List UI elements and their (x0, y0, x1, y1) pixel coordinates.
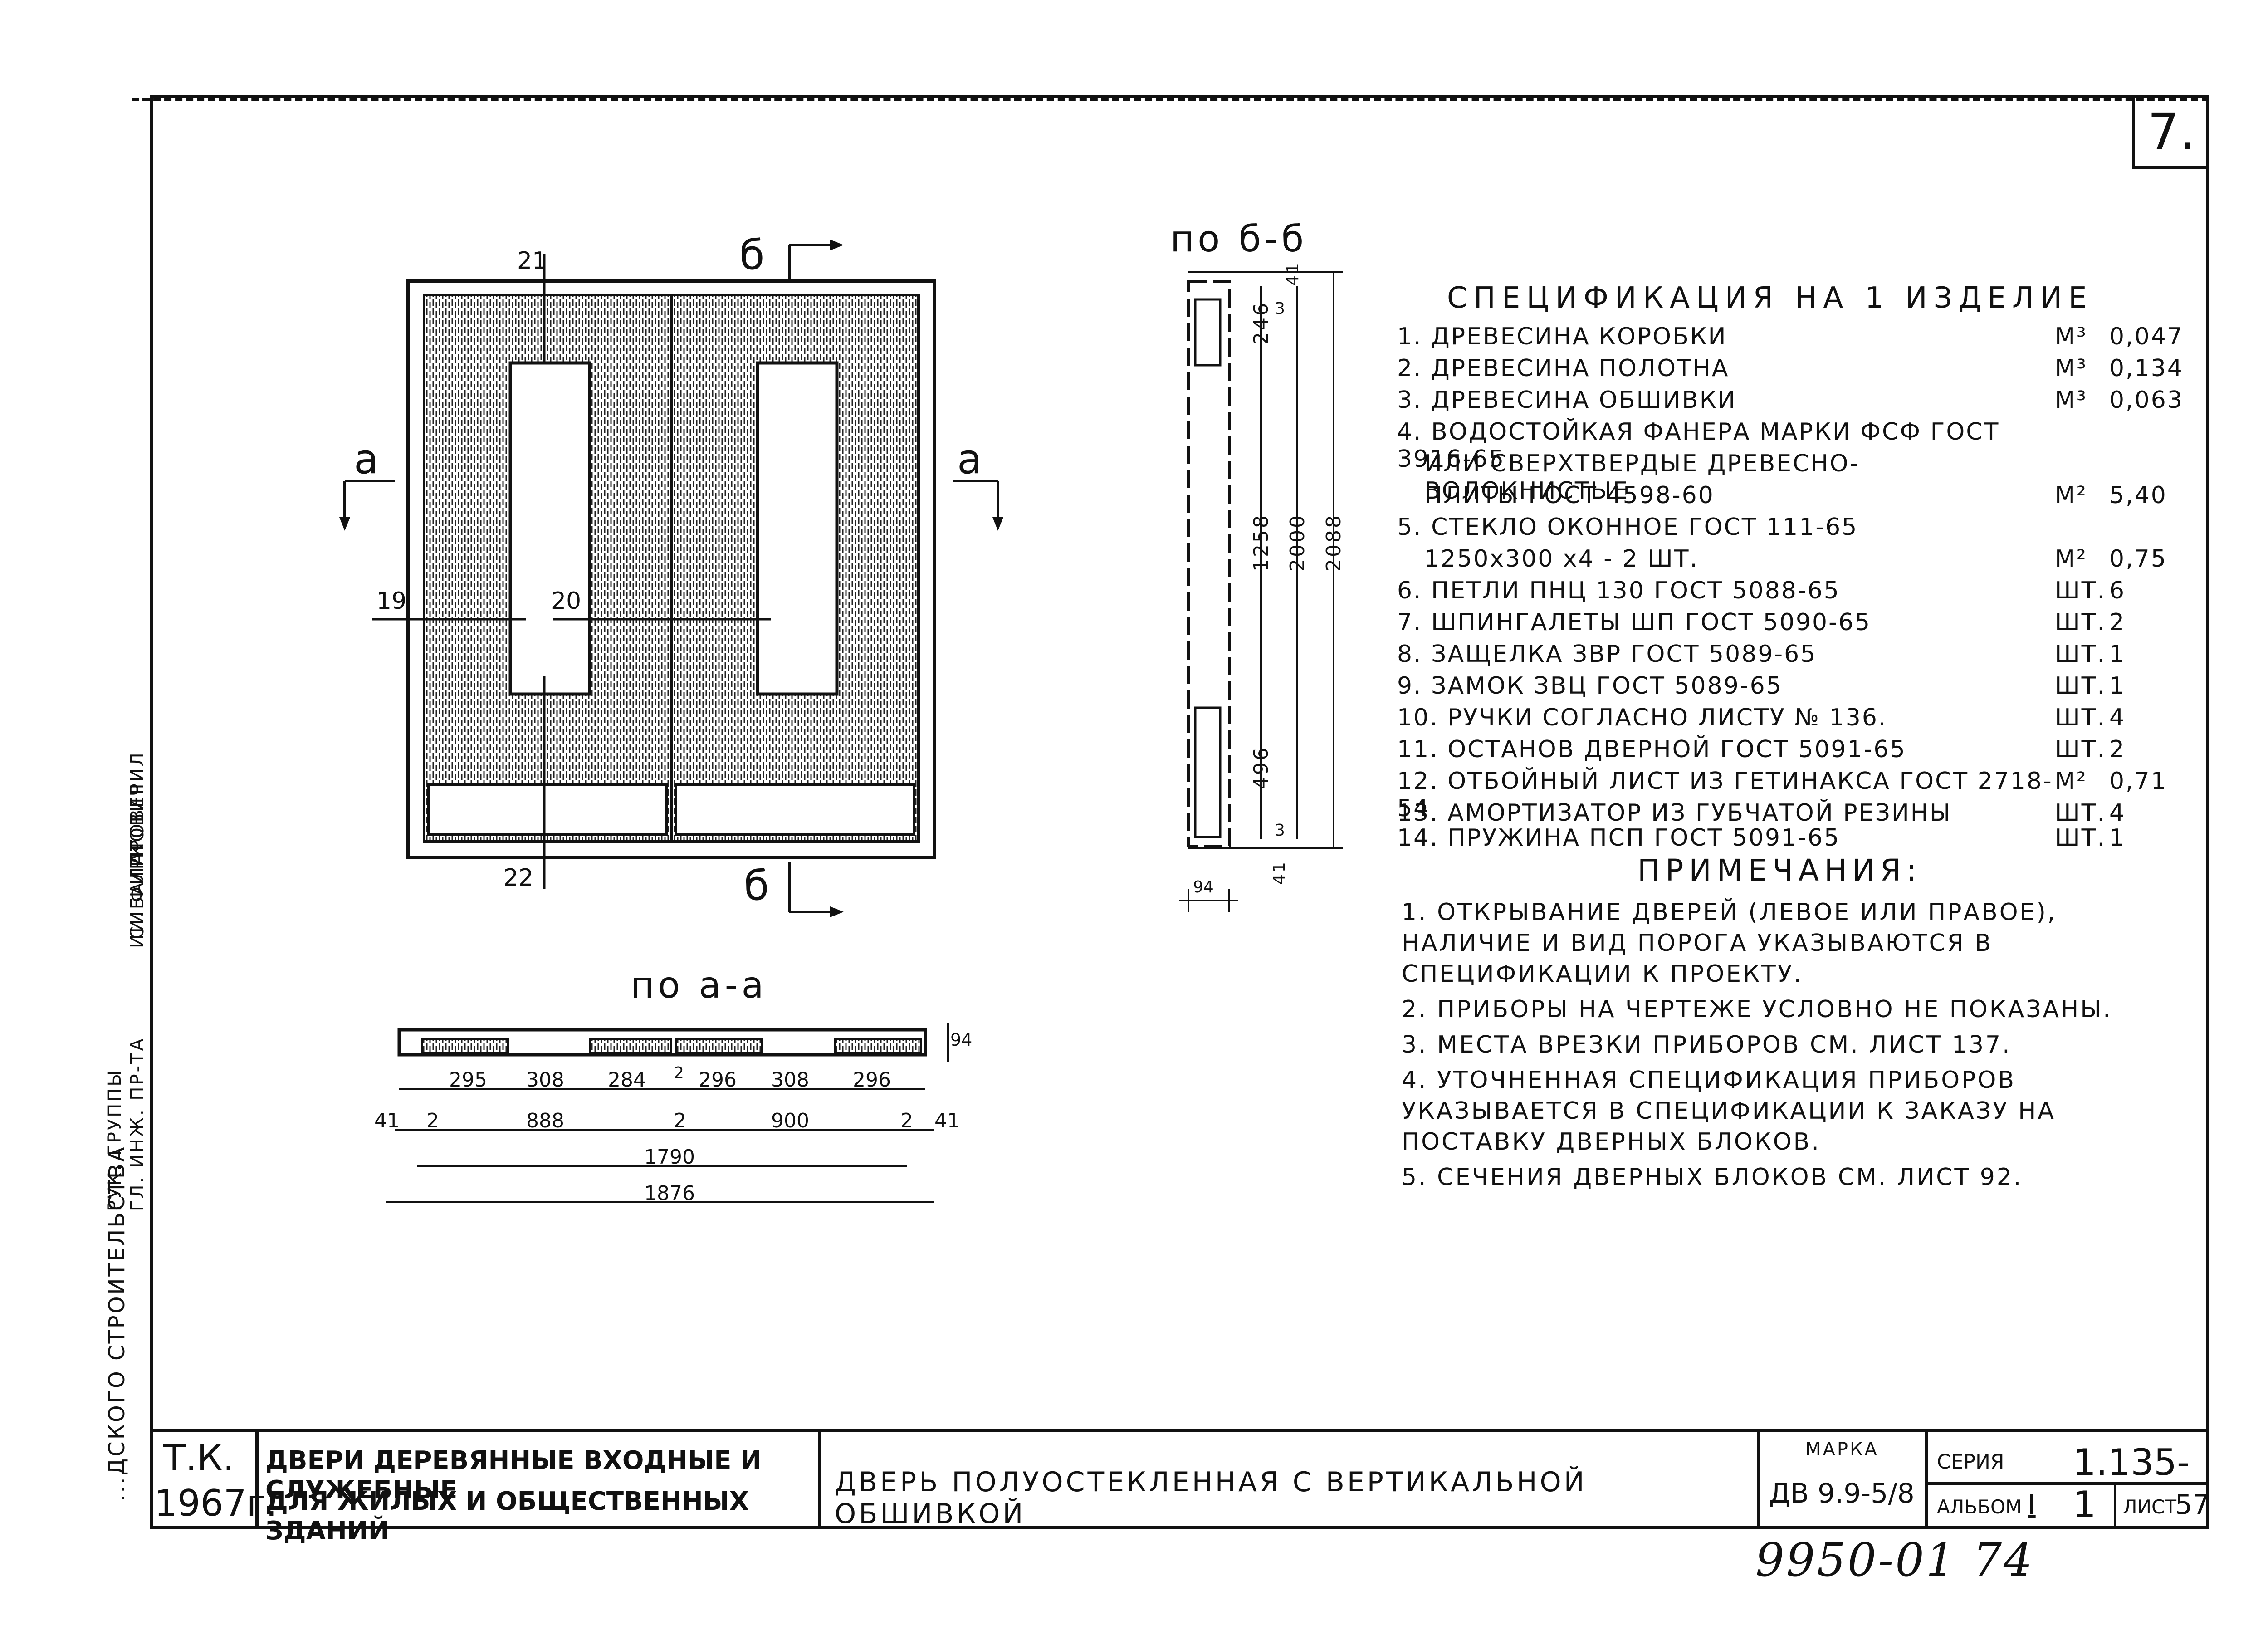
specification-table: СПЕЦИФИКАЦИЯ НА 1 ИЗДЕЛИЕ 1. ДРЕВЕСИНА К… (1397, 281, 2184, 852)
dim-bb-bottom: 3 (1275, 821, 1285, 840)
dim-aa-row1-7: 296 (853, 1068, 891, 1092)
spec-row: 5. СТЕКЛО ОКОННОЕ ГОСТ 111-65 (1397, 514, 1858, 541)
title-block-mark: ДВ 9.9-5/8 (1769, 1478, 1915, 1509)
title-block-org-cell: Т.К. 1967г. (150, 1432, 277, 1529)
section-marker-b-top: б (739, 231, 765, 279)
title-block-year: 1967г. (154, 1482, 278, 1524)
label-22: 22 (503, 864, 534, 891)
inventory-number: 9950-01 74 (1755, 1533, 2034, 1586)
door-elevation (339, 240, 1003, 917)
dim-aa-right: 41 (934, 1109, 960, 1132)
title-block-divider (2114, 1482, 2116, 1529)
side-stamp: ...ДСКОГО СТРОИТЕЛЬСТВА РУК. ГРУППЫ ГЛ. … (98, 422, 153, 1529)
title-block: Т.К. 1967г. ДВЕРИ ДЕРЕВЯННЫЕ ВХОДНЫЕ И С… (150, 1429, 2209, 1546)
note-item: 4. УТОЧНЕННАЯ СПЕЦИФИКАЦИЯ ПРИБОРОВ УКАЗ… (1402, 1067, 2056, 1155)
section-bb-drawing (1179, 271, 1343, 912)
label-21: 21 (517, 247, 547, 274)
title-block-series-cell: СЕРИЯ 1.135-1 АЛЬБОМ I ЛИСТ 57 (1928, 1432, 2209, 1529)
dim-bb-bottom41: 41 (1270, 860, 1289, 885)
note-item: 3. МЕСТА ВРЕЗКИ ПРИБОРОВ СМ. ЛИСТ 137. (1402, 1031, 2012, 1058)
dim-bb-496: 496 (1250, 746, 1273, 789)
dim-aa-row1-1: 295 (449, 1068, 487, 1092)
dim-aa-row1-6: 308 (771, 1068, 809, 1092)
dim-aa-row2-2: 888 (526, 1109, 564, 1132)
dim-aa-row2-1: 2 (426, 1109, 439, 1132)
top-dashed-border (132, 98, 2209, 101)
spec-row: 4. ВОДОСТОЙКАЯ ФАНЕРА МАРКИ ФСФ ГОСТ 391… (1397, 418, 2000, 473)
dim-aa-total1: 1790 (644, 1146, 695, 1169)
title-block-series-label: СЕРИЯ (1937, 1450, 2004, 1474)
dim-bb-1258: 1258 (1250, 514, 1273, 572)
dim-aa-row1-4: 2 (674, 1064, 684, 1082)
note-item: 2. ПРИБОРЫ НА ЧЕРТЕЖЕ УСЛОВНО НЕ ПОКАЗАН… (1402, 996, 2112, 1023)
dim-aa-row1-3: 284 (608, 1068, 646, 1092)
note-item: 5. СЕЧЕНИЯ ДВЕРНЫХ БЛОКОВ СМ. ЛИСТ 92. (1402, 1164, 2023, 1191)
title-block-group-cell: ДВЕРИ ДЕРЕВЯННЫЕ ВХОДНЫЕ И СЛУЖЕБНЫЕ ДЛЯ… (259, 1432, 821, 1546)
title-block-group-line1: ДВЕРИ ДЕРЕВЯННЫЕ ВХОДНЫЕ И СЛУЖЕБНЫЕ (265, 1446, 762, 1505)
dim-aa-left: 41 (374, 1109, 400, 1132)
dim-bb-top2: 3 (1275, 299, 1285, 318)
dim-aa-row1-5: 296 (699, 1068, 737, 1092)
notes-block: ПРИМЕЧАНИЯ: 1. ОТКРЫВАНИЕ ДВЕРЕЙ (ЛЕВОЕ … (1402, 853, 2150, 1197)
title-block-mark-label: МАРКА (1805, 1439, 1879, 1460)
section-aa-title: по а-а (631, 964, 767, 1006)
title-block-divider (1928, 1482, 2209, 1485)
dim-aa-row1-2: 308 (526, 1068, 564, 1092)
section-aa-drawing (386, 1023, 949, 1203)
spec-row: 12. ОТБОЙНЫЙ ЛИСТ ИЗ ГЕТИНАКСА ГОСТ 2718… (1397, 768, 2167, 822)
title-block-sheet-label: ЛИСТ (2123, 1496, 2176, 1518)
title-block-group-line2: ДЛЯ ЖИЛЫХ И ОБЩЕСТВЕННЫХ ЗДАНИЙ (265, 1487, 749, 1546)
section-marker-a-left: а (354, 436, 379, 483)
dim-aa-total2: 1876 (644, 1182, 695, 1205)
label-19: 19 (376, 588, 407, 615)
title-block-name-cell: ДВЕРЬ ПОЛУОСТЕКЛЕННАЯ С ВЕРТИКАЛЬНОЙ ОБШ… (821, 1432, 1760, 1530)
title-block-mark-cell: МАРКА ДВ 9.9-5/8 (1760, 1432, 1928, 1529)
title-block-album-label: АЛЬБОМ (1937, 1496, 2022, 1518)
title-block-series: 1.135-1 (2073, 1441, 2190, 1526)
dim-aa-row2-4: 900 (771, 1109, 809, 1132)
dim-bb-246: 246 (1250, 301, 1273, 345)
dim-bb-2000: 2000 (1286, 514, 1309, 572)
dim-aa-row2-3: 2 (674, 1109, 686, 1132)
note-item: 1. ОТКРЫВАНИЕ ДВЕРЕЙ (ЛЕВОЕ ИЛИ ПРАВОЕ),… (1402, 899, 2057, 988)
dim-bb-width: 94 (1193, 878, 1214, 896)
title-block-name: ДВЕРЬ ПОЛУОСТЕКЛЕННАЯ С ВЕРТИКАЛЬНОЙ ОБШ… (835, 1466, 1587, 1530)
dim-bb-2088: 2088 (1322, 514, 1345, 572)
section-marker-b-bottom: б (744, 862, 769, 910)
spec-title: СПЕЦИФИКАЦИЯ НА 1 ИЗДЕЛИЕ (1447, 281, 2093, 315)
dim-bb-top: 41 (1284, 261, 1302, 286)
notes-title: ПРИМЕЧАНИЯ: (1637, 853, 1922, 888)
title-block-album: I (2028, 1489, 2036, 1521)
dim-aa-depth: 94 (950, 1030, 973, 1050)
label-20: 20 (551, 588, 582, 615)
section-marker-a-right: а (957, 436, 982, 483)
dim-aa-row2-5: 2 (900, 1109, 913, 1132)
spec-row: 10. РУЧКИ СОГЛАСНО ЛИСТУ № 136.ШТ.4 (1397, 704, 2126, 731)
title-block-sheet: 57 (2175, 1489, 2210, 1521)
section-bb-title: по б-б (1170, 218, 1308, 260)
title-block-org: Т.К. (163, 1437, 235, 1479)
corner-sheet-number: 7. (2132, 98, 2208, 169)
spec-row: ИЛИ СВЕРХТВЕРДЫЕ ДРЕВЕСНО-ВОЛОКНИСТЫЕ (1424, 450, 1860, 504)
